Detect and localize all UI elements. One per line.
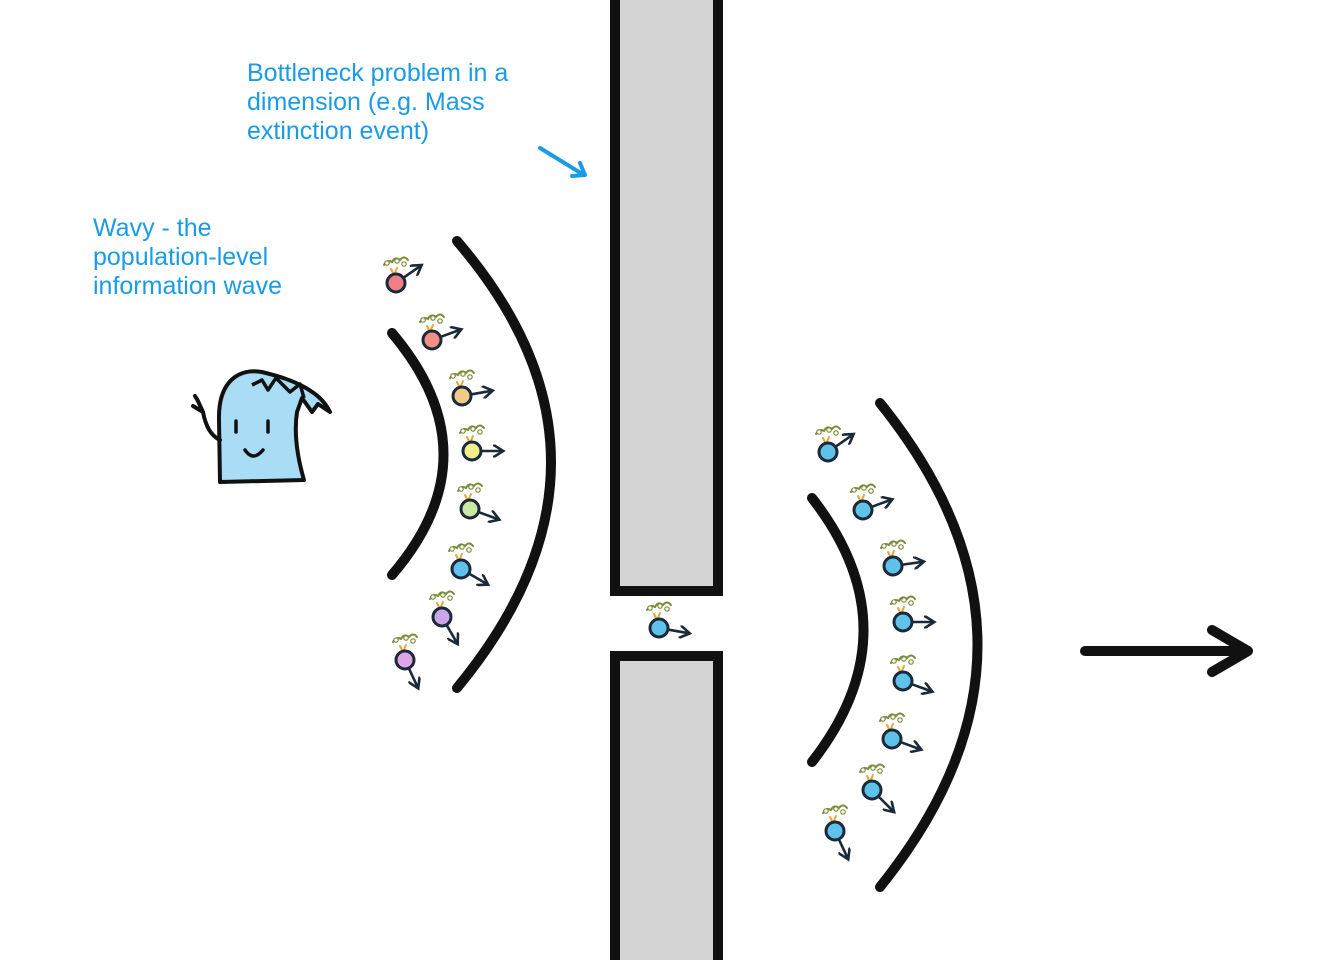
particle-icon	[448, 542, 487, 585]
wavefront-outer-arc	[452, 236, 556, 693]
wavy-caption-line-1: Wavy - the	[93, 214, 212, 242]
particle-icon	[449, 369, 492, 407]
particle-icon	[383, 256, 421, 294]
wall-upper-segment	[610, 0, 723, 596]
wavy-caption-line-2: population-level	[93, 243, 269, 271]
direction-arrow-icon	[1080, 625, 1253, 677]
particle-icon	[890, 654, 931, 692]
particle-icon	[429, 590, 457, 643]
wavy-caption: Wavy - the population-level information …	[93, 214, 353, 301]
particle-icon	[392, 633, 418, 688]
bottleneck-caption-line-2: dimension (e.g. Mass	[247, 88, 485, 116]
particle-icon	[850, 483, 891, 521]
particle-icon	[457, 482, 498, 520]
particle-icon	[859, 763, 893, 812]
bottleneck-wall	[610, 0, 723, 960]
particle-group	[383, 256, 933, 859]
wall-lower-segment	[610, 651, 723, 960]
bottleneck-caption-line-3: extinction event)	[247, 117, 430, 145]
wavefront-before	[387, 236, 556, 693]
callout-arrow	[538, 146, 586, 177]
bottleneck-caption-line-1: Bottleneck problem in a	[247, 59, 509, 87]
wavy-caption-line-3: information wave	[93, 272, 282, 300]
wavefront-outer-arc	[875, 398, 983, 892]
wavefront-inner-arc	[387, 328, 449, 580]
particle-icon	[459, 424, 502, 462]
particle-icon	[879, 712, 920, 750]
particle-icon	[822, 804, 848, 859]
wave-character-icon	[191, 369, 332, 484]
particle-icon	[880, 539, 923, 577]
bottleneck-caption: Bottleneck problem in a dimension (e.g. …	[247, 59, 567, 146]
wavefront-inner-arc	[807, 493, 869, 767]
particle-icon	[815, 425, 853, 463]
particle-icon	[890, 595, 933, 633]
particle-icon	[419, 313, 460, 351]
particle-icon	[646, 601, 689, 638]
callout-arrow-head	[570, 161, 587, 178]
wavefront-after	[807, 398, 983, 892]
